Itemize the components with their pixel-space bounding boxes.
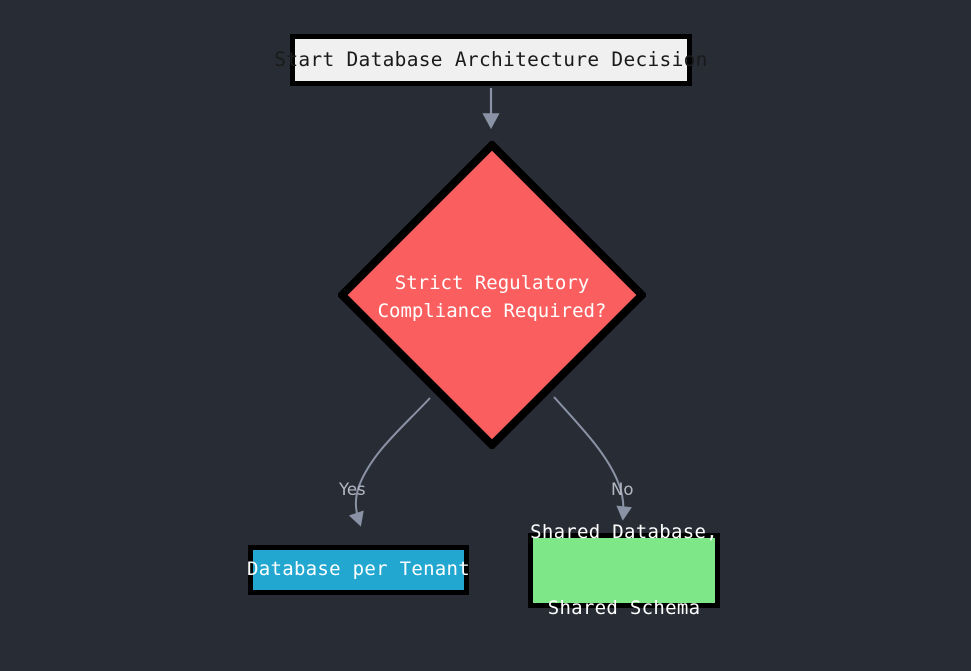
edge-label-yes: Yes xyxy=(339,480,366,499)
node-decision-strict-regulatory-compliance[interactable]: Strict Regulatory Compliance Required? xyxy=(338,141,646,449)
node-shared-database-shared-schema[interactable]: Shared Database, Shared Schema xyxy=(528,521,720,619)
node-shared-schema-label-group: Shared Database, Shared Schema xyxy=(530,470,718,671)
node-start-database-architecture-decision[interactable]: Start Database Architecture Decision xyxy=(274,34,707,86)
diamond-shape-icon xyxy=(338,141,646,449)
flowchart-canvas: Start Database Architecture Decision Str… xyxy=(246,34,720,619)
node-database-per-tenant[interactable]: Database per Tenant xyxy=(246,545,471,595)
edge-label-no: No xyxy=(611,480,634,499)
node-shared-schema-label-line1: Shared Database, xyxy=(530,521,718,544)
node-shared-schema-label-line2: Shared Schema xyxy=(547,596,701,619)
node-start-label: Start Database Architecture Decision xyxy=(274,48,708,72)
node-database-per-tenant-label: Database per Tenant xyxy=(246,558,471,581)
